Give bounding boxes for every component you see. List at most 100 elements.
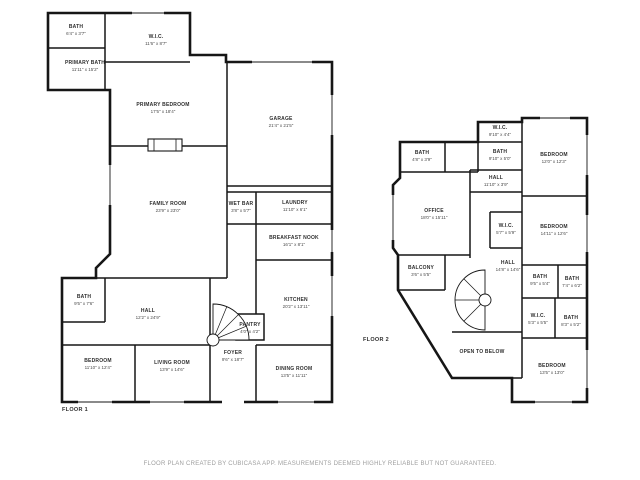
room-dims: 11'10" x 12'4" bbox=[84, 364, 112, 370]
room-label-bath-2: BATH 9'5" x 7'6" bbox=[74, 294, 94, 306]
room-label-bath-3: BATH 9'5" x 5'4" bbox=[530, 274, 550, 286]
fireplace-icon bbox=[147, 138, 183, 152]
room-dims: 20'2" x 13'11" bbox=[282, 303, 310, 309]
room-dims: 11'6" x 8'7" bbox=[145, 40, 167, 46]
room-label-hall: HALL 11'10" x 3'9" bbox=[484, 175, 508, 187]
room-dims: 4'8" x 3'9" bbox=[412, 156, 432, 162]
room-name: BREAKFAST NOOK bbox=[269, 234, 319, 241]
room-dims: 4'0" x 4'2" bbox=[240, 328, 260, 334]
room-name: DINING ROOM bbox=[275, 365, 313, 372]
floor1-outer-wall bbox=[46, 11, 334, 404]
staircase-icon bbox=[454, 269, 492, 331]
room-name: BALCONY bbox=[407, 264, 435, 271]
room-label-breakfast-nook: BREAKFAST NOOK 16'1" x 8'1" bbox=[269, 235, 319, 247]
room-label-bath-2: BATH 9'10" x 5'0" bbox=[489, 149, 511, 161]
room-dims: 12'2" x 24'9" bbox=[135, 314, 161, 320]
room-label-foyer: FOYER 9'6" x 18'7" bbox=[222, 350, 244, 362]
room-dims: 21'4" x 21'5" bbox=[268, 122, 294, 128]
room-name: GARAGE bbox=[269, 115, 293, 122]
room-dims: 9'5" x 5'4" bbox=[530, 280, 550, 286]
room-name: BATH bbox=[563, 314, 579, 321]
room-dims: 16'1" x 8'1" bbox=[282, 241, 306, 247]
room-dims: 3'6" x 5'5" bbox=[411, 271, 431, 277]
room-name: PANTRY bbox=[239, 321, 261, 328]
room-dims: 14'8" x 14'6" bbox=[495, 266, 521, 272]
room-name: OFFICE bbox=[424, 207, 444, 214]
room-label-laundry: LAUNDRY 11'10" x 6'1" bbox=[282, 200, 308, 212]
room-dims: 9'10" x 4'4" bbox=[488, 131, 512, 137]
room-name: BEDROOM bbox=[538, 362, 566, 369]
staircase-icon bbox=[206, 303, 250, 347]
room-label-primary-bath: PRIMARY BATH 11'11" x 15'2" bbox=[65, 60, 105, 72]
room-name: LAUNDRY bbox=[282, 199, 308, 206]
room-dims: 14'11" x 12'6" bbox=[540, 230, 568, 236]
room-dims: 6'4" x 3'7" bbox=[66, 30, 86, 36]
room-dims: 18'0" x 15'11" bbox=[420, 214, 448, 220]
room-label-wic: W.I.C. 11'6" x 8'7" bbox=[145, 34, 167, 46]
window-marks bbox=[78, 10, 590, 405]
room-dims: 13'9" x 14'6" bbox=[159, 366, 185, 372]
room-name: WET BAR bbox=[228, 200, 254, 207]
room-dims: 9'5" x 7'6" bbox=[74, 300, 94, 306]
room-label-balcony: BALCONY 3'6" x 5'5" bbox=[408, 265, 434, 277]
floor2-plan bbox=[391, 116, 589, 404]
room-name: W.I.C. bbox=[530, 312, 546, 319]
room-label-garage: GARAGE 21'4" x 21'5" bbox=[269, 116, 294, 128]
room-dims: 11'10" x 6'1" bbox=[282, 206, 308, 212]
room-name: HALL bbox=[140, 307, 156, 314]
room-dims: 12'0" x 12'3" bbox=[541, 158, 567, 164]
room-label-family-room: FAMILY ROOM 23'9" x 23'0" bbox=[150, 201, 187, 213]
room-label-pantry: PANTRY 4'0" x 4'2" bbox=[239, 322, 260, 334]
disclaimer-text: FLOOR PLAN CREATED BY CUBICASA APP. MEAS… bbox=[143, 461, 497, 467]
room-label-bath: BATH 4'8" x 3'9" bbox=[412, 150, 432, 162]
room-name: BATH bbox=[492, 148, 508, 155]
room-label-bedroom-2: BEDROOM 14'11" x 12'6" bbox=[540, 224, 568, 236]
room-name: FOYER bbox=[223, 349, 243, 356]
room-name: BEDROOM bbox=[84, 357, 112, 364]
room-name: BATH bbox=[564, 275, 580, 282]
room-name: W.I.C. bbox=[498, 222, 514, 229]
room-label-wic-3: W.I.C. 5'3" x 5'5" bbox=[528, 313, 548, 325]
room-dims: 9'10" x 5'0" bbox=[488, 155, 512, 161]
room-name: BEDROOM bbox=[540, 223, 568, 230]
room-name: HALL bbox=[500, 259, 516, 266]
room-name: BATH bbox=[76, 293, 92, 300]
room-name: PRIMARY BATH bbox=[64, 59, 106, 66]
room-dims: 13'5" x 13'0" bbox=[539, 369, 565, 375]
room-name: KITCHEN bbox=[284, 296, 308, 303]
room-label-bedroom: BEDROOM 12'0" x 12'3" bbox=[540, 152, 568, 164]
room-name: OPEN TO BELOW bbox=[459, 348, 505, 355]
room-dims: 23'9" x 23'0" bbox=[155, 207, 181, 213]
room-name: BEDROOM bbox=[540, 151, 568, 158]
floor2-interior-walls bbox=[398, 118, 587, 379]
floor2-tag: FLOOR 2 bbox=[363, 337, 389, 343]
room-label-wet-bar: WET BAR 3'8" x 5'7" bbox=[229, 201, 254, 213]
room-label-bedroom: BEDROOM 11'10" x 12'4" bbox=[84, 358, 112, 370]
room-dims: 3'8" x 5'7" bbox=[231, 207, 251, 213]
room-label-bedroom-3: BEDROOM 13'5" x 13'0" bbox=[538, 363, 566, 375]
room-name: BATH bbox=[414, 149, 430, 156]
room-label-bath-4: BATH 7'4" x 6'2" bbox=[562, 276, 582, 288]
floor1-plan bbox=[46, 11, 334, 404]
room-dims: 11'11" x 15'2" bbox=[71, 66, 99, 72]
room-dims: 13'5" x 11'11" bbox=[280, 372, 308, 378]
room-label-wic-2: W.I.C. 5'7" x 5'9" bbox=[496, 223, 516, 235]
room-label-wic: W.I.C. 9'10" x 4'4" bbox=[489, 125, 511, 137]
room-label-living-room: LIVING ROOM 13'9" x 14'6" bbox=[154, 360, 190, 372]
room-label-bath-5: BATH 8'3" x 5'2" bbox=[561, 315, 581, 327]
room-label-hall-2: HALL 14'8" x 14'6" bbox=[496, 260, 521, 272]
room-dims: 5'7" x 5'9" bbox=[496, 229, 516, 235]
room-dims: 9'6" x 18'7" bbox=[221, 356, 245, 362]
room-dims: 5'3" x 5'5" bbox=[528, 319, 548, 325]
room-label-kitchen: KITCHEN 20'2" x 13'11" bbox=[283, 297, 310, 309]
room-name: W.I.C. bbox=[492, 124, 508, 131]
room-label-primary-bedroom: PRIMARY BEDROOM 17'5" x 18'4" bbox=[136, 102, 189, 114]
room-label-hall: HALL 12'2" x 24'9" bbox=[136, 308, 161, 320]
room-label-bath: BATH 6'4" x 3'7" bbox=[66, 24, 86, 36]
room-label-dining-room: DINING ROOM 13'5" x 11'11" bbox=[276, 366, 313, 378]
room-dims: 11'10" x 3'9" bbox=[483, 181, 509, 187]
room-dims: 17'5" x 18'4" bbox=[150, 108, 176, 114]
room-name: FAMILY ROOM bbox=[149, 200, 187, 207]
